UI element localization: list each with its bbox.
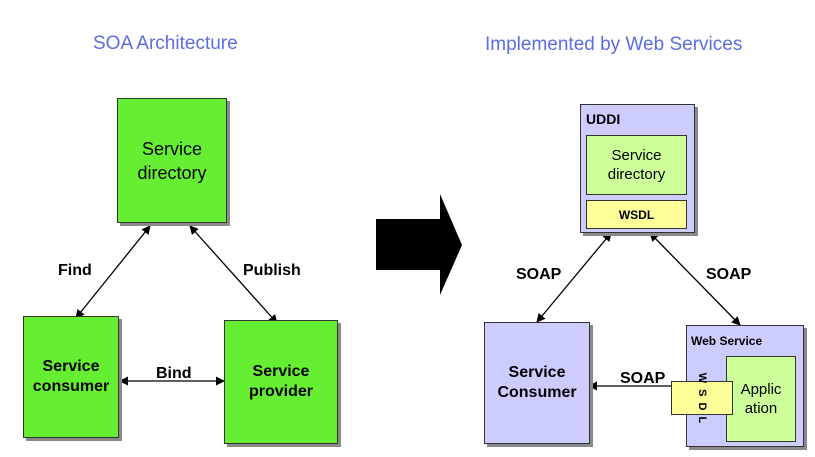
- uddi-label: UDDI: [586, 111, 621, 127]
- transform-arrow: [376, 194, 462, 295]
- soap-right-arrow: [649, 232, 741, 326]
- wsdl-vertical-l: L: [695, 416, 708, 424]
- service-consumer-line1: Service: [42, 358, 100, 375]
- wsdl-vertical-s: S: [695, 389, 708, 397]
- service-provider-line1: Service: [252, 363, 310, 380]
- soap-left-label: SOAP: [516, 266, 562, 283]
- application-line2: ation: [744, 400, 778, 417]
- find-arrow: [75, 225, 151, 319]
- service-consumer-ws-line2: Consumer: [497, 384, 577, 401]
- web-services-title: Implemented by Web Services: [485, 34, 743, 55]
- web-service-label: Web Service: [691, 334, 763, 348]
- wsdl-vertical-d: D: [695, 402, 708, 411]
- service-directory-line1: Service: [141, 138, 203, 159]
- find-label: Find: [58, 262, 92, 279]
- uddi-service-directory-line1: Service: [611, 147, 662, 164]
- publish-label: Publish: [243, 262, 301, 279]
- soap-right-label: SOAP: [706, 266, 752, 283]
- application-line1: Applic: [740, 381, 782, 398]
- wsdl-vertical-w: W: [695, 372, 708, 384]
- soa-architecture-title: SOA Architecture: [93, 33, 238, 54]
- uddi-service-directory-line2: directory: [607, 166, 666, 183]
- wsdl-vertical-box: W S D L: [671, 373, 733, 423]
- publish-arrow: [189, 225, 278, 324]
- soap-left-arrow: [536, 232, 612, 323]
- service-provider-box: Service provider: [224, 320, 338, 444]
- uddi-service-directory-box: Service directory: [586, 135, 687, 195]
- service-consumer-ws-box: Service Consumer: [484, 322, 590, 444]
- service-consumer-line2: consumer: [32, 378, 110, 395]
- application-box: Applic ation: [726, 356, 796, 442]
- service-directory-line2: directory: [137, 162, 207, 183]
- bind-label: Bind: [156, 365, 192, 382]
- service-directory-box: Service directory: [117, 98, 227, 223]
- wsdl-label: WSDL: [618, 207, 655, 222]
- service-provider-line2: provider: [248, 383, 313, 400]
- wsdl-box: WSDL: [586, 200, 687, 229]
- service-consumer-box: Service consumer: [23, 316, 119, 438]
- service-consumer-ws-line1: Service: [508, 364, 566, 381]
- soap-bottom-label: SOAP: [620, 370, 666, 387]
